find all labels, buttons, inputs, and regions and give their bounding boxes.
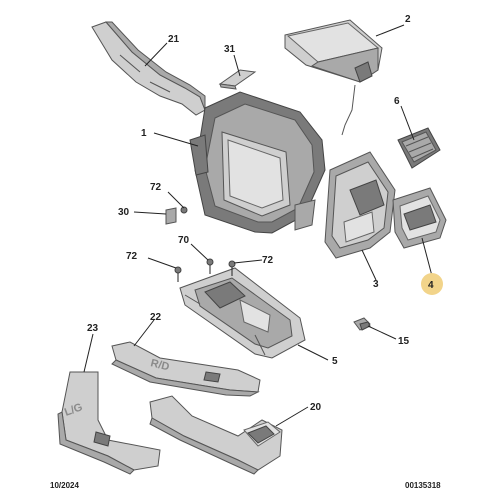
callout-30[interactable]: 30 — [118, 207, 130, 218]
part-3-rear-panel[interactable] — [324, 151, 396, 259]
screw-70[interactable] — [206, 258, 214, 274]
part-1-console-frame[interactable] — [189, 91, 326, 234]
callout-5[interactable]: 5 — [332, 356, 338, 367]
screw-72-a[interactable] — [180, 206, 188, 214]
screw-72-c[interactable] — [228, 260, 236, 276]
callout-15[interactable]: 15 — [398, 336, 410, 347]
screw-72-b[interactable] — [174, 266, 182, 282]
callout-22[interactable]: 22 — [150, 312, 162, 323]
leader-lines — [83, 24, 433, 427]
part-22-duct[interactable] — [111, 341, 261, 397]
part-2-armrest-lid[interactable] — [284, 19, 383, 136]
callout-21[interactable]: 21 — [168, 34, 180, 45]
callout-72-b[interactable]: 72 — [126, 251, 138, 262]
callout-31[interactable]: 31 — [224, 44, 236, 55]
callout-72-a[interactable]: 72 — [150, 182, 162, 193]
callout-1[interactable]: 1 — [141, 128, 147, 139]
part-31-clip[interactable] — [218, 69, 257, 90]
part-21-duct[interactable] — [91, 21, 206, 116]
part-5-carrier[interactable] — [179, 267, 306, 359]
part-4-trim-bezel[interactable] — [392, 187, 447, 249]
part-15-plug[interactable] — [353, 317, 371, 331]
part-30-clip[interactable] — [165, 207, 177, 225]
footer-date: 10/2024 — [50, 481, 79, 490]
footer-reference: 00135318 — [405, 481, 441, 490]
callout-72-c[interactable]: 72 — [262, 255, 274, 266]
callout-3[interactable]: 3 — [373, 279, 379, 290]
part-22-embossed-text: R/D — [149, 357, 170, 373]
callout-20[interactable]: 20 — [310, 402, 322, 413]
part-23-duct[interactable] — [57, 371, 161, 475]
part-23-embossed-text: L/G — [63, 401, 84, 419]
callout-6[interactable]: 6 — [394, 96, 400, 107]
part-20-elbow-duct[interactable] — [149, 395, 283, 475]
callout-23[interactable]: 23 — [87, 323, 99, 334]
part-6-air-vent[interactable] — [397, 127, 441, 169]
callout-2[interactable]: 2 — [405, 14, 411, 25]
callout-70[interactable]: 70 — [178, 235, 190, 246]
highlight-circle — [421, 273, 443, 295]
callout-4[interactable]: 4 — [428, 280, 434, 291]
